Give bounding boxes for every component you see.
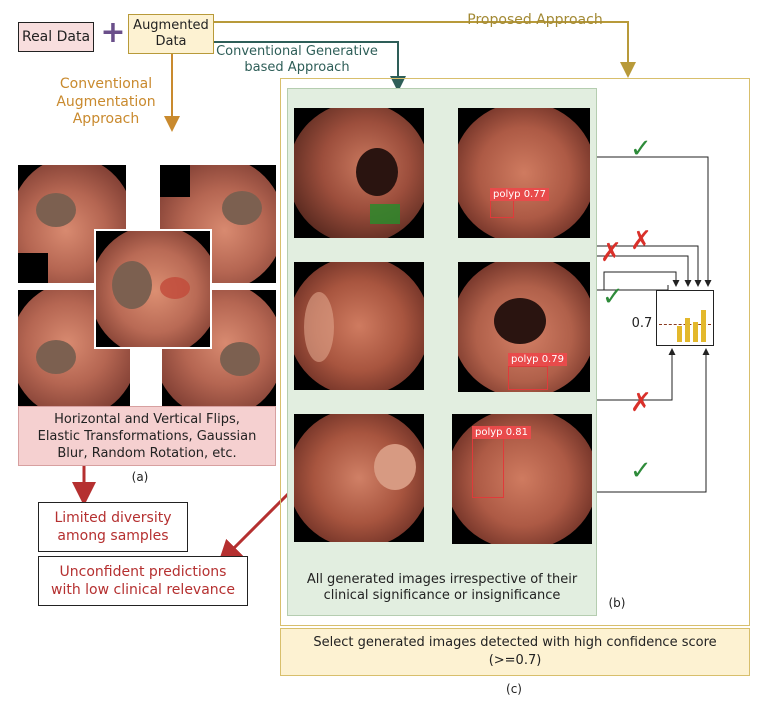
generative-approach-line-1: Conventional Generative [216,44,378,59]
detection-label-3: polyp 0.81 [472,426,531,439]
check-mark-3: ✓ [630,456,652,486]
panel-a-collage [18,165,276,410]
generated-image-4: polyp 0.79 [458,262,590,392]
confidence-detector-box [656,290,714,346]
panel-c-caption: Select generated images detected with hi… [280,628,750,676]
confidence-bar-3 [693,322,698,342]
check-mark-1: ✓ [630,134,652,164]
cross-mark-2: ✗ [600,238,622,268]
panel-b-caption-line-1: All generated images irrespective of the… [306,572,578,587]
panel-c-label: (c) [506,682,522,696]
confidence-bar-4 [701,310,706,342]
panel-b-caption: All generated images irrespective of the… [287,572,597,605]
generative-arrow [214,41,406,92]
limited-diversity-box: Limited diversity among samples [38,502,188,552]
proposed-arrow [214,21,636,78]
conventional-line-1: Conventional [59,76,153,92]
panel-b-label: (b) [608,596,626,610]
unconfident-line-2: with low clinical relevance [51,582,235,598]
detection-box-3 [472,438,504,498]
panel-a-label: (a) [131,470,149,484]
generated-image-5 [294,414,424,542]
conventional-line-3: Approach [72,111,140,127]
panel-c-frame [280,78,750,626]
conventional-approach-label: Conventional Augmentation Approach [46,76,166,129]
generated-image-2: polyp 0.77 [458,108,590,238]
unconfident-line-1: Unconfident predictions [59,564,227,580]
augmentation-methods-caption: Horizontal and Vertical Flips, Elastic T… [18,406,276,466]
generated-image-1 [294,108,424,238]
plus-sign: + [100,15,126,50]
confidence-bar-2 [685,318,690,342]
generated-image-3 [294,262,424,390]
augmentation-caption-line-1: Horizontal and Vertical Flips, [54,411,240,427]
detection-box-1 [490,200,514,218]
proposed-approach-label: Proposed Approach [467,12,603,28]
real-data-label: Real Data [21,29,91,45]
conventional-line-2: Augmentation [56,93,156,110]
generative-approach-label: Conventional Generative based Approach [212,44,382,77]
detection-box-2 [508,366,548,390]
unconfident-predictions-box: Unconfident predictions with low clinica… [38,556,248,606]
generative-approach-line-2: based Approach [244,60,350,76]
cross-mark-3: ✗ [630,388,652,418]
aug-image-center [94,229,212,349]
augmentation-caption-line-2: Elastic Transformations, Gaussian [37,428,257,444]
threshold-value: 0.7 [631,316,653,331]
augmented-data-label-2: Data [155,34,187,49]
augmented-data-box: Augmented Data [128,14,214,54]
panel-c-caption-line-2: (>=0.7) [488,653,542,668]
real-data-box: Real Data [18,22,94,52]
augmentation-caption-line-3: Blur, Random Rotation, etc. [57,445,237,461]
panel-c-caption-line-1: Select generated images detected with hi… [313,635,717,650]
augmented-data-label-1: Augmented [133,18,209,33]
limited-diversity-line-1: Limited diversity [54,510,172,526]
limited-diversity-line-2: among samples [57,528,169,544]
detection-label-1: polyp 0.77 [490,188,549,201]
check-mark-2: ✓ [602,282,624,312]
cross-mark-1: ✗ [630,226,652,256]
confidence-bar-1 [677,326,682,342]
panel-b-caption-line-2: clinical significance or insignificance [323,588,561,604]
unconfident-arrow [217,490,292,565]
detection-label-2: polyp 0.79 [508,353,567,366]
generated-image-6: polyp 0.81 [452,414,592,544]
